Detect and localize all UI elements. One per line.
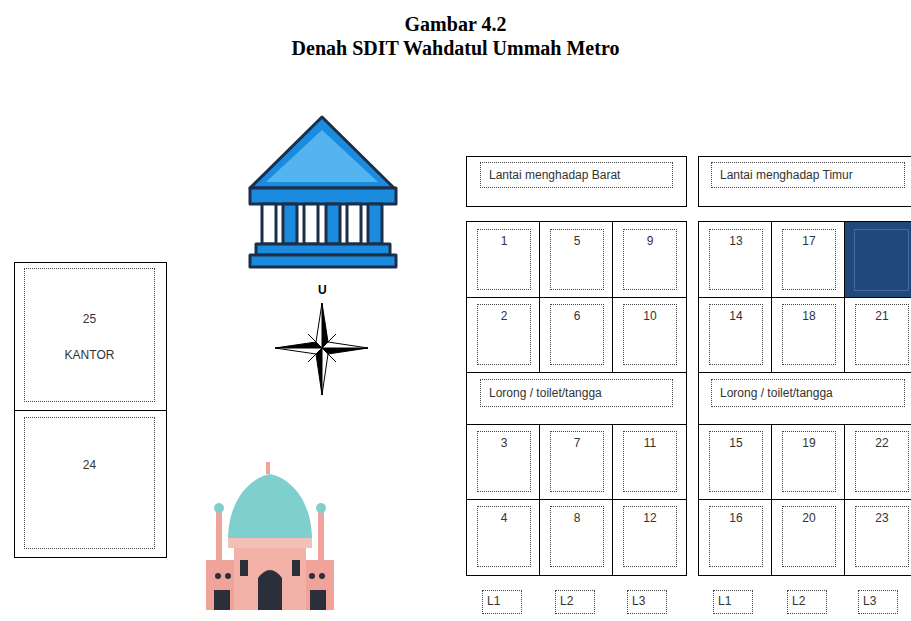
classroom: 6 — [550, 304, 604, 365]
classroom: 15 — [709, 431, 763, 492]
room-number: 21 — [875, 309, 888, 323]
classroom: 2 — [477, 304, 531, 365]
room-number: 6 — [574, 309, 581, 323]
figure-title: Gambar 4.2 — [0, 12, 911, 36]
classroom: 14 — [709, 304, 763, 365]
classroom: 16 — [709, 506, 763, 567]
classroom: 3 — [477, 431, 531, 492]
floor-tag: L3 — [858, 590, 898, 614]
classroom: 17 — [782, 229, 836, 290]
floor-tag: L2 — [555, 590, 595, 614]
room-number: 4 — [501, 511, 508, 525]
classroom: 1 — [477, 229, 531, 290]
room-number: 5 — [574, 234, 581, 248]
floor-band: Lantai menghadap Timur — [711, 162, 905, 188]
office-building — [15, 263, 167, 558]
room-number: 2 — [501, 309, 508, 323]
east-wing — [699, 157, 911, 576]
room-number: 19 — [802, 436, 815, 450]
floor-tag: L3 — [627, 590, 667, 614]
room-number: 10 — [643, 309, 656, 323]
mosque-icon — [206, 462, 334, 610]
classroom: 19 — [782, 431, 836, 492]
room-number: L3 — [632, 594, 645, 608]
floor-band: Lantai menghadap Barat — [480, 162, 673, 188]
classroom: 13 — [709, 229, 763, 290]
room-name: KANTOR — [65, 348, 115, 362]
room-number: 12 — [643, 511, 656, 525]
room-number: 9 — [647, 234, 654, 248]
classroom: 10 — [623, 304, 677, 365]
room-number: L3 — [863, 594, 876, 608]
room-number: 11 — [644, 436, 656, 450]
room-number: 25 — [83, 312, 96, 326]
room-number: L1 — [718, 594, 731, 608]
building-icon — [250, 117, 396, 267]
classroom: 11 — [623, 431, 677, 492]
classroom: 21 — [855, 304, 909, 365]
classroom: 20 — [782, 506, 836, 567]
figure-subtitle: Denah SDIT Wahdatul Ummah Metro — [0, 36, 911, 60]
classroom: 8 — [550, 506, 604, 567]
room-number: 7 — [574, 436, 581, 450]
room-number: L2 — [560, 594, 573, 608]
office-room: 25KANTOR — [24, 268, 155, 402]
room-number: 23 — [875, 511, 888, 525]
room-number: 13 — [729, 234, 742, 248]
floor-tag: L2 — [787, 590, 827, 614]
room-number: Lorong / toilet/tangga — [489, 386, 602, 400]
classroom: 7 — [550, 431, 604, 492]
classroom: 12 — [623, 506, 677, 567]
office-room: 24 — [24, 417, 155, 549]
classroom: 4 — [477, 506, 531, 567]
room-number: Lorong / toilet/tangga — [720, 386, 833, 400]
compass-rose — [275, 303, 368, 395]
classroom: 18 — [782, 304, 836, 365]
room-number: Lantai menghadap Timur — [720, 168, 853, 182]
floor-band: Lorong / toilet/tangga — [711, 379, 905, 407]
room-number: 17 — [802, 234, 815, 248]
room-number: 16 — [729, 511, 742, 525]
room-number: 1 — [501, 234, 508, 248]
room-number: 18 — [802, 309, 815, 323]
classroom: 5 — [550, 229, 604, 290]
classroom: 22 — [855, 431, 909, 492]
room-number: 8 — [574, 511, 581, 525]
floor-band: Lorong / toilet/tangga — [480, 379, 673, 407]
room-number: 15 — [729, 436, 742, 450]
floor-tag: L1 — [713, 590, 753, 614]
room-number: 24 — [83, 458, 96, 472]
room-number: 14 — [729, 309, 742, 323]
room-number: 22 — [875, 436, 888, 450]
west-wing — [467, 157, 687, 576]
room-number: 20 — [802, 511, 815, 525]
dark-room — [855, 230, 909, 291]
room-number: L1 — [487, 594, 500, 608]
classroom: 9 — [623, 229, 677, 290]
north-label: U — [318, 283, 327, 297]
room-number: Lantai menghadap Barat — [489, 168, 620, 182]
classroom: 23 — [855, 506, 909, 567]
floor-tag: L1 — [482, 590, 522, 614]
room-number: L2 — [792, 594, 805, 608]
room-number: 3 — [501, 436, 508, 450]
